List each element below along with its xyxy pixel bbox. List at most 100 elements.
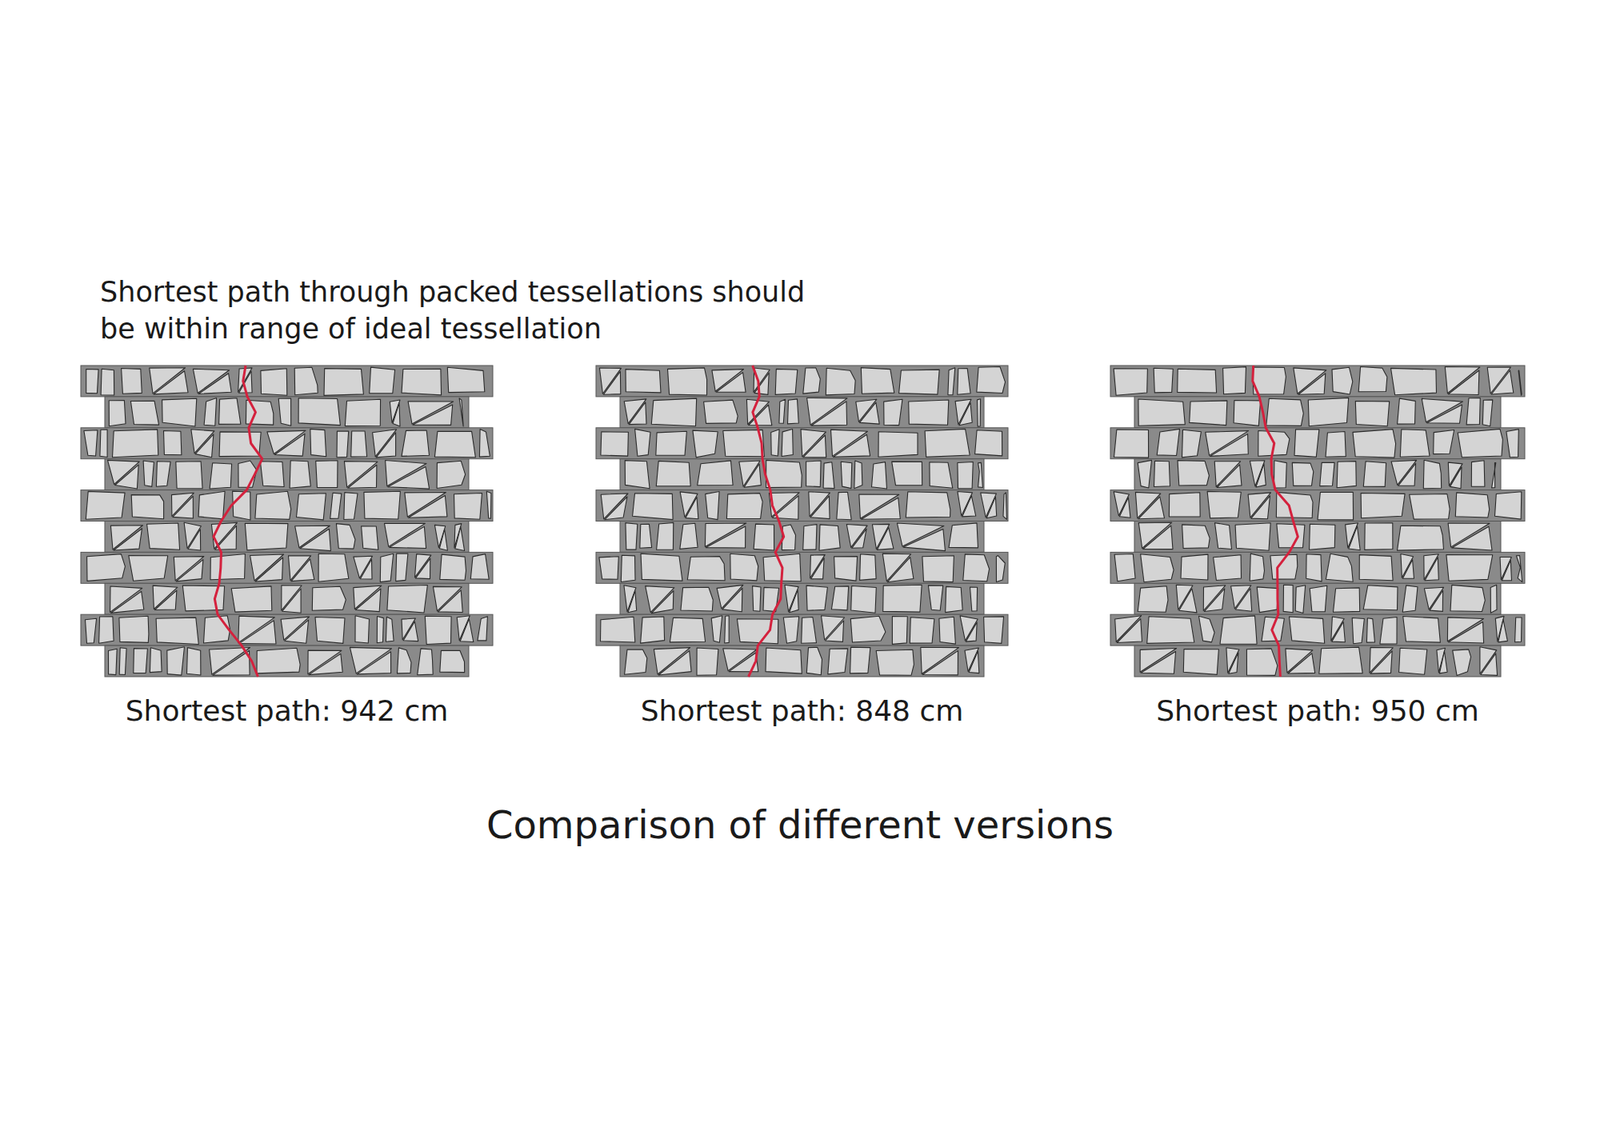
stone-tile (685, 496, 699, 519)
stone-tile (1336, 461, 1356, 488)
stone-tile (115, 464, 140, 489)
stone-tile (722, 588, 743, 612)
stone-tile (219, 432, 261, 457)
stone-tile (600, 616, 636, 643)
stone-tile (1182, 429, 1202, 458)
stone-tile (1183, 649, 1219, 676)
stone-tile (1450, 584, 1485, 612)
stone-tile (1370, 651, 1392, 674)
stone-tile (1235, 588, 1252, 612)
stone-tile (687, 556, 725, 581)
stone-tile (385, 616, 394, 642)
stone-tile (85, 491, 125, 520)
stone-tile (1115, 616, 1142, 643)
stone-tile (260, 461, 284, 488)
stone-tile (1199, 616, 1216, 643)
joint-band (1110, 428, 1525, 460)
stone-tile (939, 616, 956, 644)
stone-tile (811, 558, 825, 580)
stone-tile (195, 434, 214, 458)
stone-tile (860, 368, 895, 395)
stone-tile (801, 617, 817, 644)
stone-tile (836, 492, 852, 520)
tessellation-panel (596, 365, 1008, 677)
stone-tile (1189, 400, 1228, 426)
stone-tile (640, 616, 665, 644)
stone-tile (922, 651, 958, 676)
stone-tile (1210, 434, 1249, 457)
stone-tile (892, 461, 923, 486)
stone-tile (656, 431, 688, 456)
stone-tile (255, 491, 292, 520)
joint-band (1134, 583, 1501, 615)
joint-band (1134, 459, 1501, 491)
stone-tile (968, 651, 980, 674)
stone-tile (599, 556, 619, 580)
stone-tile (1506, 429, 1519, 458)
stone-tile (1306, 554, 1322, 582)
stone-tile (152, 585, 178, 609)
stone-tile (825, 368, 856, 396)
joint-band (596, 365, 1008, 397)
stone-tile (823, 462, 835, 489)
joint-band (596, 552, 1008, 584)
stone-tile (198, 491, 225, 520)
stone-tile (1205, 431, 1249, 456)
stone-tile (692, 430, 718, 458)
stone-tile (219, 398, 241, 425)
stone-tile (1235, 523, 1271, 552)
stone-tile (1289, 616, 1325, 644)
stone-tile (1515, 617, 1523, 643)
stone-tile (905, 492, 951, 518)
stone-tile (1358, 367, 1388, 392)
stone-tile (1480, 653, 1498, 676)
stone-tile (133, 648, 148, 674)
stone-tile (1114, 429, 1149, 458)
stone-tile (819, 524, 840, 551)
path-length-label: Shortest path: 942 cm (80, 692, 493, 731)
stone-tile (348, 464, 377, 488)
stone-tile (852, 528, 867, 548)
stone-tile (928, 585, 943, 611)
stone-tile (1402, 585, 1418, 612)
stone-tile (369, 367, 396, 394)
stone-tile (244, 523, 288, 551)
stone-tile (355, 616, 370, 644)
stone-tile (204, 616, 231, 644)
stone-tile (811, 401, 848, 426)
stone-tile (1355, 401, 1389, 427)
joint-band (80, 614, 493, 646)
stone-tile (1359, 555, 1393, 581)
stone-tile (211, 522, 237, 549)
stone-tile (948, 523, 979, 548)
stone-tile (1298, 373, 1326, 395)
stone-tile (1391, 460, 1417, 485)
stone-tile (239, 620, 276, 644)
stone-tile (806, 460, 822, 488)
stone-tile (976, 367, 1006, 394)
stone-tile (860, 497, 900, 520)
stone-tile (1309, 585, 1328, 612)
stone-tile (1276, 524, 1305, 548)
stone-tile (1207, 491, 1241, 519)
stone-tile (167, 647, 185, 676)
stone-tile (1283, 584, 1293, 613)
stone-tile (209, 648, 251, 676)
stone-tile (121, 368, 143, 395)
stone-tile (1332, 367, 1353, 395)
stone-tile (176, 560, 204, 582)
joint-band (620, 583, 984, 615)
stone-tile (1400, 429, 1430, 457)
stone-tile (119, 648, 127, 676)
stone-tile (1325, 553, 1353, 582)
stone-tile (156, 461, 171, 488)
stone-tile (600, 493, 628, 520)
stone-tile (1220, 616, 1257, 644)
stone-tile (854, 460, 863, 489)
stone-tile (892, 616, 908, 645)
stone-tile (825, 620, 844, 642)
stone-tile (1397, 525, 1444, 551)
stone-tile (705, 492, 720, 520)
stone-tile (330, 492, 342, 519)
